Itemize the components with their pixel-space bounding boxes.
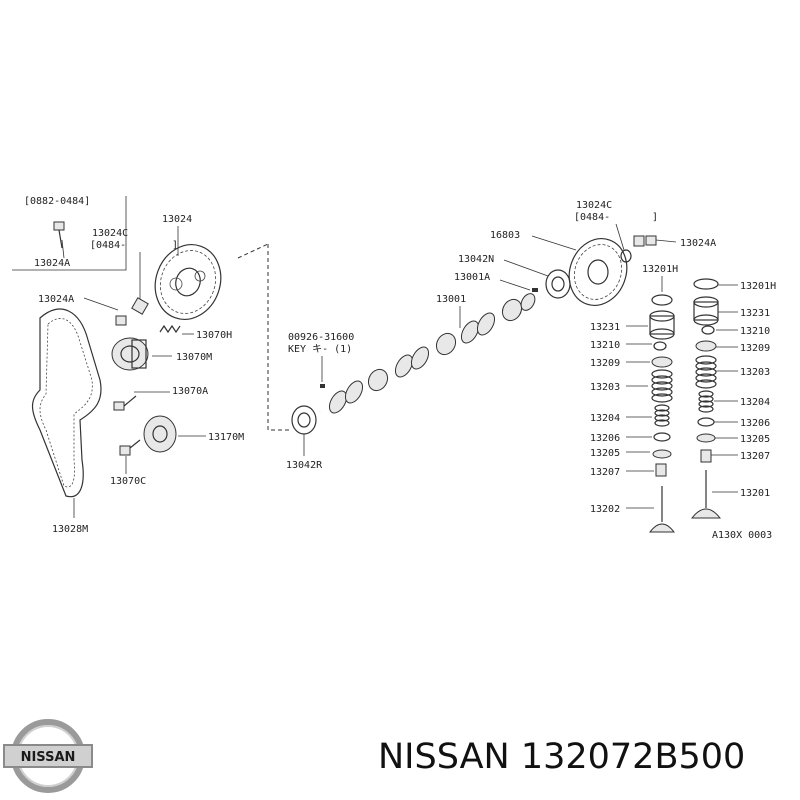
label-13210-left: 13210 — [590, 340, 620, 351]
label-13024c-left: 13024C — [92, 228, 128, 239]
label-key-part: 00926-31600 — [288, 332, 354, 343]
retainer-13209-right — [695, 340, 717, 352]
label-13024a-top: 13024A — [34, 258, 70, 269]
label-13206-left: 13206 — [590, 433, 620, 444]
label-13205-left: 13205 — [590, 448, 620, 459]
seal-13207-right — [700, 449, 712, 463]
label-13210-right: 13210 — [740, 326, 770, 337]
tensioner-13070m — [111, 337, 149, 371]
label-13042n: 13042N — [458, 254, 494, 265]
spring-13203-right — [695, 355, 717, 389]
spring-13204-right — [698, 390, 714, 413]
timing-belt-13028m — [31, 308, 102, 498]
label-13206-right: 13206 — [740, 418, 770, 429]
label-13070m: 13070M — [176, 352, 212, 363]
label-key-text: KEY キ- (1) — [288, 344, 352, 355]
spring-13204-left — [654, 404, 670, 427]
valve-13201 — [690, 470, 722, 519]
label-13001a: 13001A — [454, 272, 490, 283]
camshaft-sprocket-right — [568, 238, 628, 306]
bolt-13070c — [119, 439, 141, 456]
label-13024a-right: 13024A — [680, 238, 716, 249]
label-13231-right: 13231 — [740, 308, 770, 319]
label-13028m: 13028M — [52, 524, 88, 535]
label-13209-left: 13209 — [590, 358, 620, 369]
label-13042r: 13042R — [286, 460, 323, 471]
label-13024c-right: 13024C — [576, 200, 612, 211]
label-13201: 13201 — [740, 488, 770, 499]
label-13070c: 13070C — [110, 476, 146, 487]
label-13231-left: 13231 — [590, 322, 620, 333]
idler-pulley-13170m — [143, 415, 177, 453]
bolt-13024a-top — [53, 221, 65, 259]
bolt-13070a — [113, 395, 137, 411]
camshaft-sprocket-left — [154, 244, 222, 320]
camshaft-13001 — [319, 293, 541, 414]
label-13204-left: 13204 — [590, 413, 620, 424]
label-date-range-b: [0484- — [90, 240, 126, 251]
washer-13024c-right — [620, 235, 645, 263]
bolt-13024a-mid — [115, 297, 149, 326]
label-date-range-a: [0882-0484] — [24, 196, 90, 207]
label-16803: 16803 — [490, 230, 520, 241]
dowel-13001a — [532, 288, 538, 292]
spring-13070h — [159, 324, 181, 334]
seal-13207-left — [655, 463, 667, 477]
lifter-13231-left — [649, 310, 675, 340]
figure-code: A130X 0003 — [712, 530, 772, 541]
seat-13205-left — [652, 449, 672, 459]
valve-13202 — [648, 486, 676, 533]
seat-13205-right — [696, 433, 716, 443]
label-13203-left: 13203 — [590, 382, 620, 393]
spring-13203-left — [651, 369, 673, 403]
collet-13210-left — [653, 341, 667, 351]
bolt-13024a-right — [645, 235, 677, 246]
label-13201h-right: 13201H — [740, 281, 776, 292]
logo-text: NISSAN — [21, 750, 76, 765]
label-13024a-mid: 13024A — [38, 294, 74, 305]
oil-seal-13042n — [545, 269, 571, 299]
lifter-13231-right — [693, 296, 719, 326]
label-13207-left: 13207 — [590, 467, 620, 478]
label-13201h-left: 13201H — [642, 264, 678, 275]
label-bracket-close-right: ] — [652, 212, 658, 223]
label-13207-right: 13207 — [740, 451, 770, 462]
page-title: NISSAN 132072B500 — [378, 737, 746, 777]
label-13202: 13202 — [590, 504, 620, 515]
label-13203-right: 13203 — [740, 367, 770, 378]
label-13204-right: 13204 — [740, 397, 770, 408]
label-date-range-c: [0484- — [574, 212, 610, 223]
label-13170m: 13170M — [208, 432, 244, 443]
shim-13201h-right — [693, 278, 719, 290]
retainer-13209-left — [651, 356, 673, 368]
label-13024: 13024 — [162, 214, 192, 225]
label-13205-right: 13205 — [740, 434, 770, 445]
label-13209-right: 13209 — [740, 343, 770, 354]
key-woodruff — [320, 384, 325, 388]
shim-13201h-left — [651, 294, 673, 306]
seat-13206-left — [653, 432, 671, 442]
seat-13206-right — [697, 417, 715, 427]
label-bracket-close: ] — [172, 240, 178, 251]
nissan-logo: NISSAN — [3, 719, 93, 793]
label-13001: 13001 — [436, 294, 466, 305]
collet-13210-right — [701, 325, 715, 335]
label-13070h: 13070H — [196, 330, 232, 341]
oil-seal-13042r — [291, 405, 317, 435]
label-13070a: 13070A — [172, 386, 208, 397]
